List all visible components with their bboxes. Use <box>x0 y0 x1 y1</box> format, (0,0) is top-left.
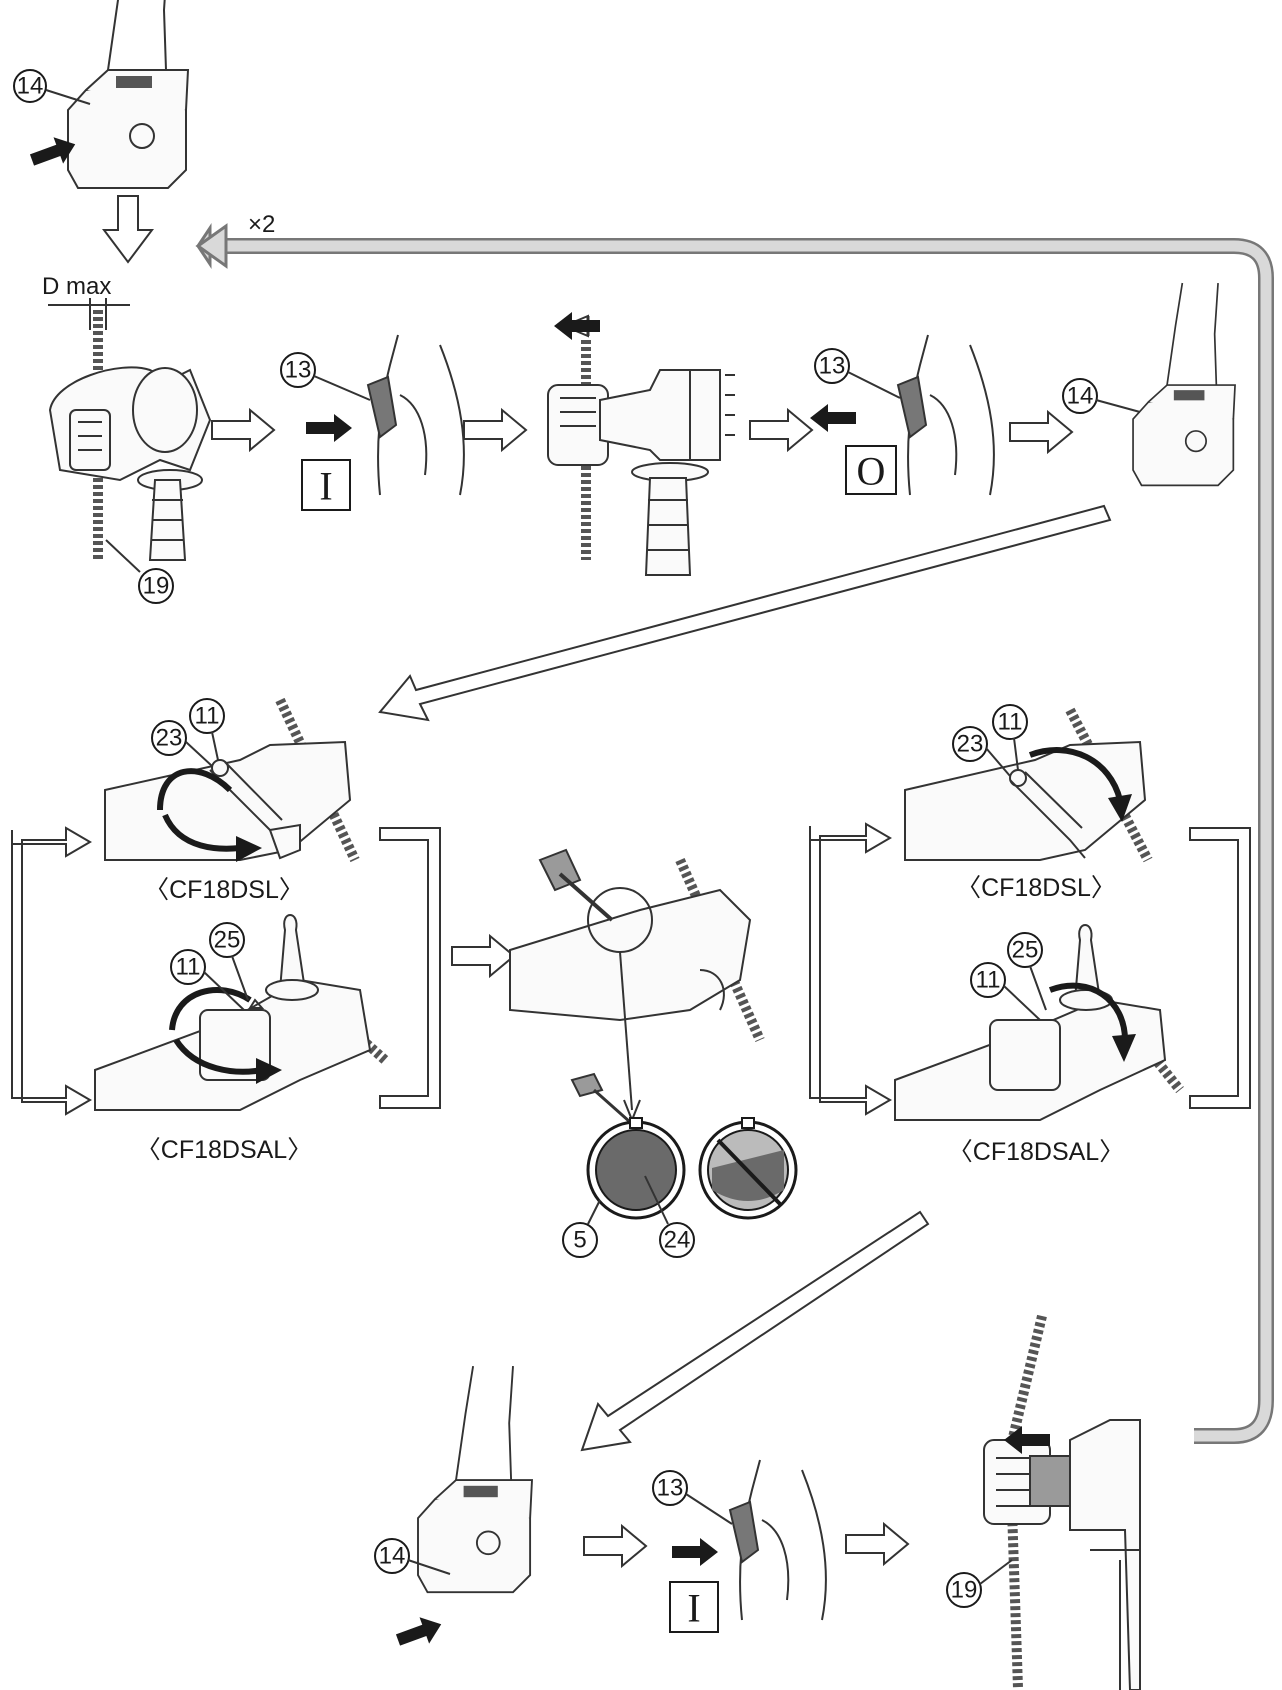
part-5-label: 5 <box>573 1227 586 1254</box>
battery-insert-bottom: 14 <box>374 1365 533 1654</box>
diagonal-flow-arrow-1 <box>378 504 1112 722</box>
switch-on-step: 13 I <box>280 334 465 511</box>
left-closing-bracket <box>379 827 441 1109</box>
flow-arrow-2 <box>463 409 527 451</box>
part-23-label-a: 23 <box>156 725 183 752</box>
right-model-bracket-arrows <box>809 822 892 1116</box>
part-13-label-bottom: 13 <box>657 1475 684 1502</box>
switch-on-step-bottom: 13 I <box>652 1459 827 1633</box>
part-13-label-off: 13 <box>819 353 846 380</box>
repeat-count-label: ×2 <box>248 211 275 238</box>
flow-arrow-3 <box>749 409 813 451</box>
part-14-label-remove: 14 <box>1067 383 1094 410</box>
part-24-label: 24 <box>664 1227 691 1254</box>
model-cf18dsl-left: 〈CF18DSL〉 <box>144 876 304 904</box>
right-closing-bracket <box>1189 827 1251 1109</box>
part-25-label-c: 25 <box>1012 937 1039 964</box>
cutting-step-bottom: 19 <box>946 1314 1141 1690</box>
part-23-label-c: 23 <box>957 731 984 758</box>
part-11-label-d: 11 <box>976 967 1001 994</box>
flow-arrow-6 <box>583 1525 647 1567</box>
flow-arrow-1 <box>211 409 275 451</box>
switch-on-symbol-box-bottom <box>669 1581 719 1633</box>
cf18dsal-wrench-left: 25 11 <box>94 914 389 1111</box>
model-cf18dsl-right: 〈CF18DSL〉 <box>956 874 1116 902</box>
switch-on-symbol: I <box>319 464 332 509</box>
part-19-callout-top: 19 <box>105 539 174 604</box>
down-flow-arrow <box>102 195 154 264</box>
cf18dsl-wrench-right: 11 23 <box>904 704 1153 863</box>
inspection-view: 5 24 <box>509 848 798 1258</box>
part-19-label: 19 <box>143 573 170 600</box>
left-model-bracket-arrows <box>11 826 92 1116</box>
flow-arrow-4 <box>1009 411 1073 453</box>
switch-off-step: 13 O <box>810 334 995 496</box>
flow-arrow-7 <box>845 1523 909 1565</box>
switch-on-symbol-box <box>301 459 351 511</box>
cutter-with-rebar <box>48 310 212 561</box>
part-14-label: 14 <box>17 73 44 100</box>
cf18dsal-wrench-right: 25 11 <box>894 924 1184 1121</box>
part-14-callout-top: 14 <box>13 69 91 105</box>
model-cf18dsal-right: 〈CF18DSAL〉 <box>948 1138 1124 1166</box>
part-11-label-c: 11 <box>998 709 1023 736</box>
switch-off-symbol-box <box>845 445 897 495</box>
switch-on-symbol-bottom: I <box>687 1586 700 1631</box>
d-max-label: D max <box>42 273 111 300</box>
part-11-label-a: 11 <box>195 703 220 730</box>
part-11-label-b: 11 <box>176 954 201 981</box>
battery-remove-step: 14 <box>1062 282 1236 487</box>
part-25-label-a: 25 <box>214 927 241 954</box>
diagonal-flow-arrow-2 <box>580 1210 930 1452</box>
part-14-label-bottom: 14 <box>379 1543 406 1570</box>
cutting-step <box>547 312 735 576</box>
d-max-indicator: D max <box>42 273 130 330</box>
flow-arrow-5 <box>451 935 515 977</box>
repeat-loop-line <box>195 223 1274 1444</box>
battery-insert-top <box>27 0 189 189</box>
cf18dsl-wrench-left: 11 23 <box>104 697 360 863</box>
part-13-label: 13 <box>285 357 312 384</box>
model-cf18dsal-left: 〈CF18DSAL〉 <box>136 1136 312 1164</box>
part-19-label-bottom: 19 <box>951 1577 978 1604</box>
switch-off-symbol: O <box>857 449 886 494</box>
